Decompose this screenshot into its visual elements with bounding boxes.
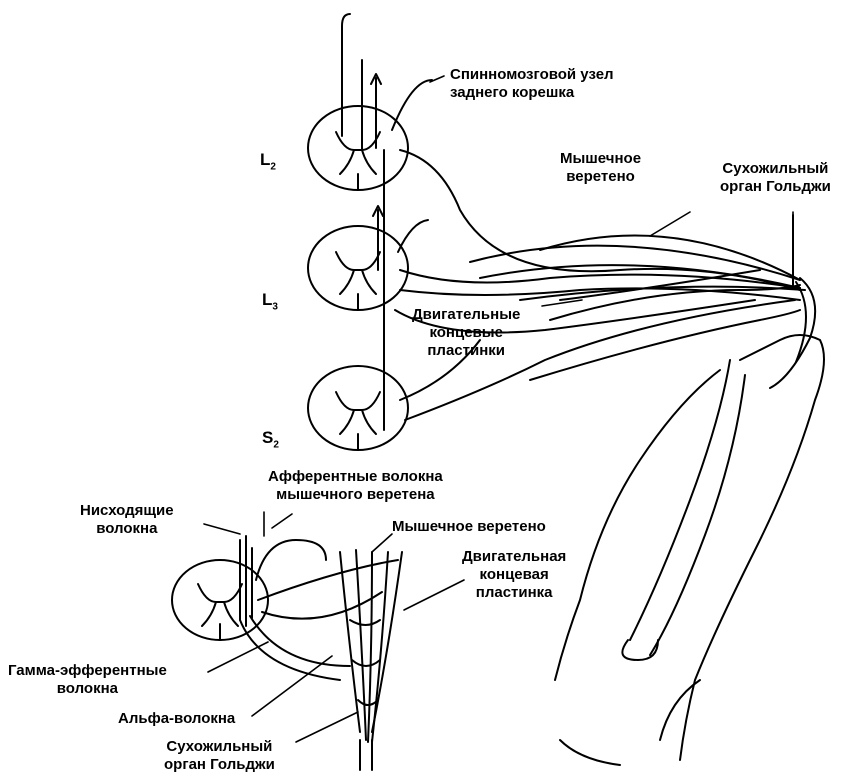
segment-s2: S2 (262, 428, 279, 450)
leader-lines (204, 76, 793, 742)
label-muscle-spindle-bottom: Мышечное веретено (392, 518, 546, 536)
leg-bone (622, 360, 745, 660)
spinal-section-lower (172, 560, 268, 640)
spinal-section-l2 (308, 106, 408, 190)
segment-l2: L2 (260, 150, 276, 172)
label-dorsal-root-ganglion: Спинномозговой узел заднего корешка (450, 66, 614, 102)
label-gamma-efferent: Гамма-эфферентные волокна (8, 662, 167, 698)
segment-l3: L3 (262, 290, 278, 312)
spinal-section-s2 (308, 366, 408, 450)
lower-fibres (240, 536, 398, 680)
tendon-top (770, 215, 815, 388)
spinal-section-l3 (308, 226, 408, 310)
label-golgi-tendon-bottom: Сухожильный орган Гольджи (164, 738, 275, 774)
label-motor-endplates: Двигательные концевые пластинки (412, 306, 520, 360)
label-motor-endplate-bottom: Двигательная концевая пластинка (462, 548, 566, 602)
label-golgi-tendon-top: Сухожильный орган Гольджи (720, 160, 831, 196)
label-descending-fibres: Нисходящие волокна (80, 502, 174, 538)
muscle-spindle-bundle (340, 550, 402, 770)
label-afferent-spindle-fibres: Афферентные волокна мышечного веретена (268, 468, 443, 504)
label-muscle-spindle-top: Мышечное веретено (560, 150, 641, 186)
label-alpha-fibres: Альфа-волокна (118, 710, 235, 728)
leg-outline (555, 335, 824, 765)
